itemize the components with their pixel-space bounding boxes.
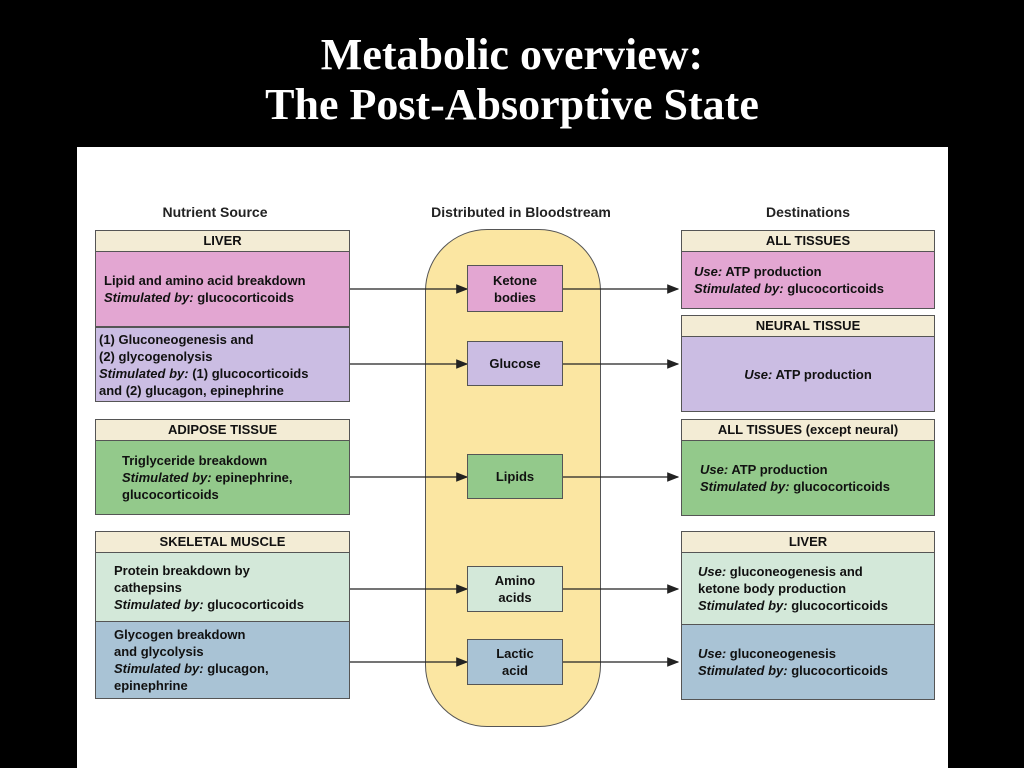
source-muscle-glycogen-box: Glycogen breakdown and glycolysis Stimul… — [95, 621, 350, 699]
ketone-line-1: Ketone — [492, 272, 538, 288]
all-tissues-use-line: Use: ATP production — [694, 264, 822, 279]
liver-glucose-line-4: and (2) glucagon, epinephrine — [99, 382, 284, 398]
liver-glucose-line-2: (2) glycogenolysis — [99, 348, 213, 364]
column-heading-destinations: Destinations — [765, 204, 850, 220]
muscle-glycogen-line-4: epinephrine — [114, 678, 188, 693]
flow-arrows — [349, 284, 680, 667]
bloodstream-lipids: Lipids — [467, 454, 563, 499]
muscle-glycogen-stim-line: Stimulated by: glucagon, — [114, 661, 269, 676]
liver-glucose-stim-line: Stimulated by: (1) glucocorticoids — [99, 365, 309, 381]
liver-lipid-stim-line: Stimulated by: glucocorticoids — [104, 290, 294, 305]
dest-neural-box: Use: ATP production — [681, 336, 935, 412]
muscle-glycogen-line-2: and glycolysis — [114, 644, 204, 659]
diagram-panel: Nutrient Source Distributed in Bloodstre… — [77, 147, 948, 768]
liver-glucose-line-1: (1) Gluconeogenesis and — [99, 331, 254, 347]
ketone-line-2: bodies — [494, 289, 536, 305]
except-use-line: Use: ATP production — [700, 462, 828, 477]
glucose-label: Glucose — [489, 356, 541, 371]
column-heading-source: Nutrient Source — [162, 204, 268, 220]
column-heading-bloodstream: Distributed in Bloodstream — [431, 204, 611, 220]
title-line-2: The Post-Absorptive State — [265, 80, 759, 129]
dest-all-except-neural-box: Use: ATP production Stimulated by: gluco… — [681, 440, 935, 516]
bloodstream-lactic-acid: Lactic acid — [467, 639, 563, 685]
bloodstream-glucose: Glucose — [467, 341, 563, 386]
bloodstream-ketone-bodies: Ketone bodies — [467, 265, 563, 312]
liver-lipid-line-1: Lipid and amino acid breakdown — [104, 273, 306, 288]
title-line-1: Metabolic overview: — [320, 30, 704, 79]
all-tissues-stim-line: Stimulated by: glucocorticoids — [694, 281, 884, 296]
except-stim-line: Stimulated by: glucocorticoids — [700, 479, 890, 494]
liver-lactic-use-line: Use: gluconeogenesis — [698, 646, 836, 661]
dest-liver-amino-box: Use: gluconeogenesis and ketone body pro… — [681, 552, 935, 625]
muscle-glycogen-line-1: Glycogen breakdown — [114, 627, 246, 642]
amino-line-2: acids — [498, 590, 532, 605]
adipose-line-1: Triglyceride breakdown — [122, 453, 268, 468]
dest-header-all-except-neural: ALL TISSUES (except neural) — [681, 419, 935, 441]
dest-header-liver: LIVER — [681, 531, 935, 553]
muscle-protein-line-1: Protein breakdown by — [114, 562, 250, 578]
liver-amino-line-2: ketone body production — [698, 581, 847, 596]
dest-all-tissues-box: Use: ATP production Stimulated by: gluco… — [681, 251, 935, 309]
source-liver-lipid-box: Lipid and amino acid breakdown Stimulate… — [95, 251, 350, 327]
adipose-stim-line: Stimulated by: epinephrine, — [122, 470, 293, 485]
bloodstream-amino-acids: Amino acids — [467, 566, 563, 612]
liver-lactic-stim-line: Stimulated by: glucocorticoids — [698, 663, 888, 678]
dest-liver-lactic-box: Use: gluconeogenesis Stimulated by: gluc… — [681, 624, 935, 700]
lipids-label: Lipids — [495, 469, 535, 484]
liver-amino-use-line: Use: gluconeogenesis and — [698, 564, 863, 579]
dest-header-all-tissues: ALL TISSUES — [681, 230, 935, 252]
source-adipose-box: Triglyceride breakdown Stimulated by: ep… — [95, 440, 350, 515]
source-muscle-protein-box: Protein breakdown by cathepsins Stimulat… — [95, 552, 350, 622]
neural-use-line: Use: ATP production — [744, 366, 872, 382]
source-header-adipose: ADIPOSE TISSUE — [95, 419, 350, 441]
muscle-protein-stim-line: Stimulated by: glucocorticoids — [114, 596, 304, 612]
amino-line-1: Amino — [494, 573, 536, 588]
dest-header-neural-tissue: NEURAL TISSUE — [681, 315, 935, 337]
muscle-protein-line-2: cathepsins — [114, 579, 182, 595]
source-liver-glucose-box: (1) Gluconeogenesis and (2) glycogenolys… — [95, 327, 350, 402]
lactic-line-1: Lactic — [496, 646, 534, 661]
source-header-liver: LIVER — [95, 230, 350, 252]
adipose-line-3: glucocorticoids — [122, 487, 219, 502]
source-header-skeletal-muscle: SKELETAL MUSCLE — [95, 531, 350, 553]
liver-amino-stim-line: Stimulated by: glucocorticoids — [698, 598, 888, 613]
slide-title: Metabolic overview: The Post-Absorptive … — [0, 30, 1024, 130]
lactic-line-2: acid — [501, 663, 528, 678]
